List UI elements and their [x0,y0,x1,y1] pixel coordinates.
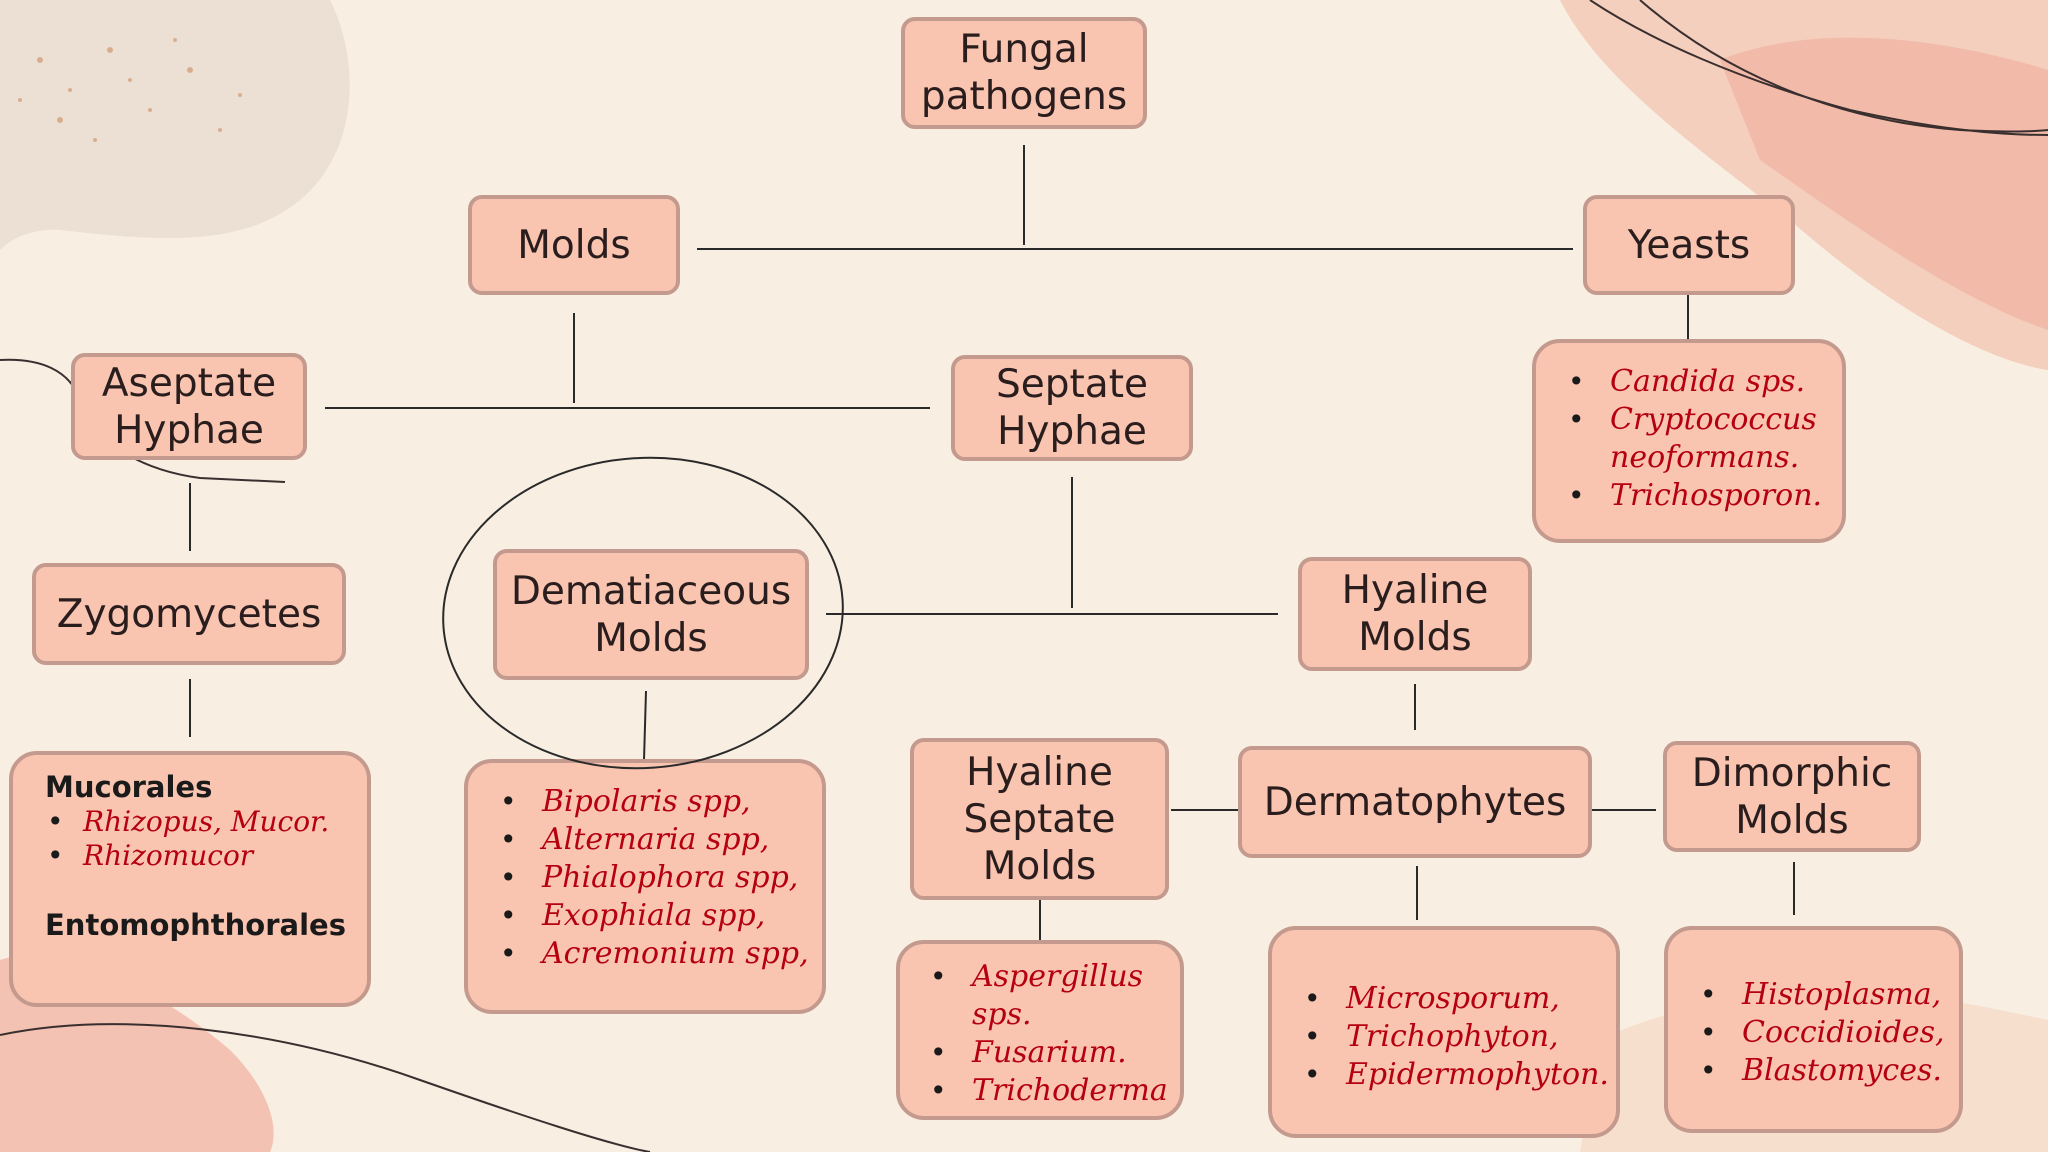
node-label: Dimorphic Molds [1691,750,1893,843]
list-item: Microsporum, [1294,980,1606,1018]
list-item: Coccidioides, [1690,1014,1951,1052]
node-label: Dermatophytes [1263,779,1567,825]
node-dematiaceous-molds: Dematiaceous Molds [493,549,809,680]
list-item: Trichosporon. [1558,477,1832,515]
group-title-entomophthorales: Entomophthorales [45,908,346,942]
node-hyaline-septate-molds: Hyaline Septate Molds [910,738,1169,900]
list-item: Candida sps. [1558,363,1832,401]
list-item: Trichophyton, [1294,1018,1606,1056]
list-dermatophytes: Microsporum, Trichophyton, Epidermophyto… [1268,926,1620,1138]
node-label: Septate Hyphae [996,362,1148,454]
list-item: Bipolaris spp, [490,783,812,821]
node-yeasts: Yeasts [1583,195,1795,295]
node-label: Dematiaceous Molds [510,568,792,661]
list-item: Alternaria spp, [490,821,812,859]
list-item: Trichoderma [920,1072,1170,1110]
list-hyaline-septate: Aspergillus sps. Fusarium. Trichoderma [896,940,1184,1120]
node-label: Hyaline Septate Molds [963,749,1116,889]
list-yeasts: Candida sps. Cryptococcus neoformans. Tr… [1532,339,1846,543]
list-item: Histoplasma, [1690,976,1951,1014]
list-item: Acremonium spp, [490,935,812,973]
speckles [18,38,242,142]
list-item: Cryptococcus neoformans. [1558,401,1832,477]
node-fungal-pathogens: Fungal pathogens [901,17,1147,129]
node-hyaline-molds: Hyaline Molds [1298,557,1532,671]
list-item: Epidermophyton. [1294,1056,1609,1094]
list-item: Rhizopus, Mucor. [45,805,357,839]
list-item: Blastomyces. [1690,1052,1951,1090]
node-label: Aseptate Hyphae [101,360,277,453]
group-title-mucorales: Mucorales [45,770,213,804]
node-label: Hyaline Molds [1341,568,1489,660]
list-item: Fusarium. [920,1034,1170,1072]
list-item: Exophiala spp, [490,897,812,935]
node-septate-hyphae: Septate Hyphae [951,355,1193,461]
list-dimorphic: Histoplasma, Coccidioides, Blastomyces. [1664,926,1963,1133]
list-item: Phialophora spp, [490,859,812,897]
node-dermatophytes: Dermatophytes [1238,746,1592,858]
list-dematiaceous: Bipolaris spp, Alternaria spp, Phialopho… [464,759,826,1014]
node-label: Fungal pathogens [920,27,1128,119]
node-label: Molds [517,222,631,268]
connector-dematiaceous-list [643,690,647,761]
list-item: Rhizomucor [45,839,357,873]
node-molds: Molds [468,195,680,295]
node-dimorphic-molds: Dimorphic Molds [1663,741,1921,852]
node-zygomycetes: Zygomycetes [32,563,346,665]
list-zygomycetes: Mucorales Rhizopus, Mucor. Rhizomucor En… [9,751,371,1007]
node-aseptate-hyphae: Aseptate Hyphae [71,353,307,460]
node-label: Zygomycetes [56,591,322,637]
node-label: Yeasts [1627,222,1751,268]
list-item: Aspergillus sps. [920,958,1170,1034]
